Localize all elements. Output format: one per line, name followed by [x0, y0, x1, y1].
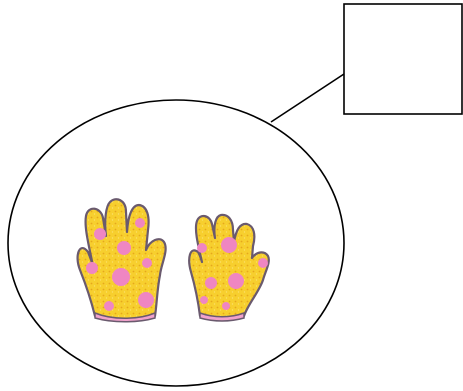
- dot: [112, 268, 130, 286]
- picture-ellipse: [8, 100, 344, 386]
- answer-box-value: [344, 4, 462, 114]
- dot: [205, 277, 217, 289]
- dot: [135, 218, 145, 228]
- dot: [86, 262, 98, 274]
- dot: [258, 258, 268, 268]
- dot: [197, 243, 207, 253]
- dot: [228, 273, 244, 289]
- connector-line: [271, 74, 344, 122]
- dot: [221, 237, 237, 253]
- dot: [117, 241, 131, 255]
- dot: [200, 296, 208, 304]
- dot: [142, 258, 152, 268]
- dot: [104, 301, 114, 311]
- dot: [138, 292, 154, 308]
- dot: [222, 302, 230, 310]
- dot: [94, 228, 106, 240]
